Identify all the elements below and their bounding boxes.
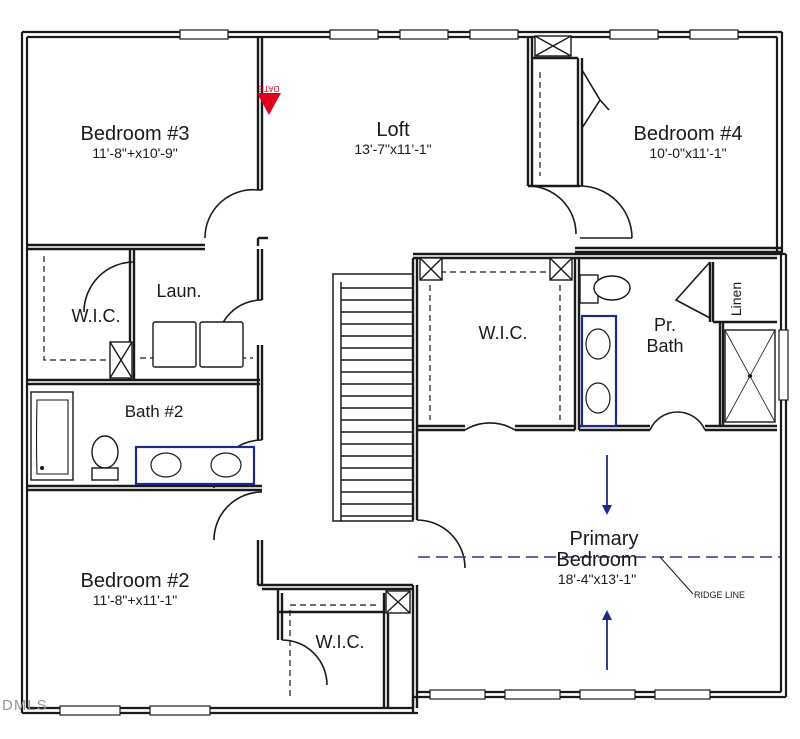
doors: [83, 69, 711, 686]
room-label-linen: Linen: [728, 281, 744, 317]
room-label-bath2: Bath #2: [124, 402, 184, 421]
ridge-line: [418, 455, 781, 670]
room-dims-loft: 13'-7"x11'-1": [354, 141, 432, 157]
room-label-loft: Loft: [376, 119, 410, 141]
room-label-bedroom2: Bedroom #2: [80, 570, 190, 592]
watermark: DMLS: [2, 697, 48, 714]
bath2-fixtures: [30, 391, 256, 486]
svg-text:DATE: DATE: [259, 84, 280, 93]
room-label-primary-bedroom-1: Primary: [569, 528, 639, 550]
room-dims-bedroom4: 10'-0"x11'-1": [649, 145, 727, 161]
room-label-bedroom3: Bedroom #3: [80, 123, 190, 145]
room-label-laundry: Laun.: [156, 281, 202, 301]
ridge-line-label: RIDGE LINE: [694, 590, 746, 600]
room-dims-bedroom2: 11'-8"+x11'-1": [92, 592, 178, 608]
washer-dryer: [152, 321, 244, 368]
room-label-primary-bedroom-2: Bedroom: [556, 549, 638, 571]
room-dims-bedroom3: 11'-8"+x10'-9": [92, 145, 178, 161]
chase-boxes: [109, 35, 573, 614]
room-label-primary-bath-1: Pr.: [653, 315, 677, 335]
primary-bath-fixtures: [579, 274, 776, 428]
windows: [59, 29, 789, 716]
room-label-primary-bath-2: Bath: [646, 336, 684, 356]
room-label-wic-left: W.I.C.: [71, 306, 121, 326]
interior-walls: [27, 37, 782, 708]
room-label-bedroom4: Bedroom #4: [633, 123, 743, 145]
stairs: [332, 273, 414, 522]
room-dims-primary-bedroom: 18'-4"x13'-1": [557, 571, 637, 587]
room-label-wic-center: W.I.C.: [478, 323, 528, 343]
datum-marker: DATE: [257, 84, 281, 115]
room-label-wic-bottom: W.I.C.: [315, 632, 365, 652]
